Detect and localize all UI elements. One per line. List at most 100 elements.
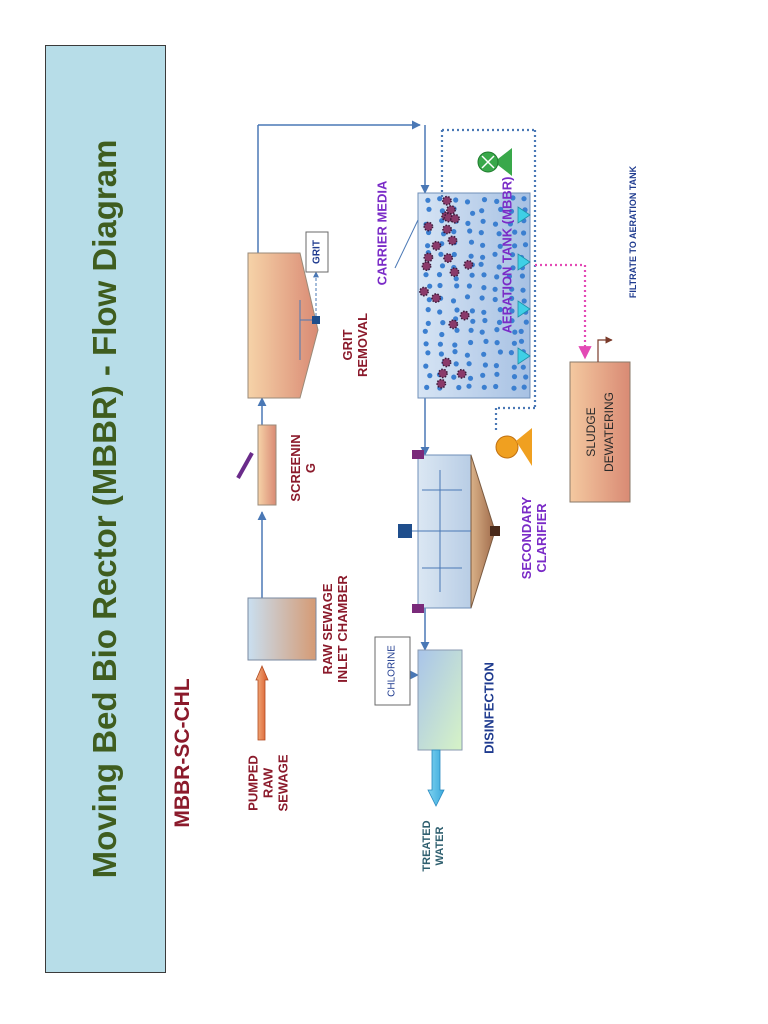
diffuser xyxy=(517,206,531,224)
air-bubble xyxy=(452,342,458,348)
grit-outlet xyxy=(312,316,320,324)
carrier-media-element xyxy=(423,252,434,263)
air-bubble xyxy=(480,242,486,248)
air-bubble xyxy=(497,243,503,249)
label-treated-water: TREATED WATER xyxy=(420,820,446,872)
air-bubble xyxy=(480,218,486,224)
air-bubble xyxy=(453,316,459,322)
air-bubble xyxy=(512,229,518,235)
carrier-media-element xyxy=(419,286,429,297)
clarifier-drive xyxy=(398,524,412,538)
label-grit-removal: GRIT REMOVAL xyxy=(340,312,370,378)
air-bubble xyxy=(450,298,457,304)
air-bubble xyxy=(466,383,472,389)
air-bubble xyxy=(493,383,499,390)
air-bubble xyxy=(492,296,498,303)
pumped-sewage-arrow xyxy=(255,664,269,741)
air-bubble xyxy=(425,307,431,313)
air-bubble xyxy=(479,208,485,214)
air-bubble xyxy=(478,230,484,236)
ras-pump xyxy=(495,428,532,466)
page-title: Moving Bed Bio Rector (MBBR) - Flow Diag… xyxy=(86,139,123,879)
air-bubble xyxy=(453,197,459,203)
air-bubble xyxy=(494,327,500,333)
air-bubble xyxy=(509,308,515,314)
air-bubble xyxy=(509,286,515,292)
air-bubble xyxy=(467,228,473,234)
air-bubble xyxy=(466,361,472,367)
air-bubble xyxy=(479,295,485,301)
air-bubble xyxy=(492,286,498,292)
carrier-media-element xyxy=(447,235,458,246)
air-bubble xyxy=(439,331,445,338)
sludge-line xyxy=(535,263,592,360)
air-bubble xyxy=(521,384,527,390)
air-bubble xyxy=(496,264,502,270)
clarifier-sludge-outlet xyxy=(490,526,500,536)
air-bubble xyxy=(511,364,517,370)
air-bubble xyxy=(481,285,487,291)
air-bubble xyxy=(481,309,487,315)
clarifier-inlet-marker xyxy=(412,450,424,459)
diffuser xyxy=(517,253,531,271)
air-bubble xyxy=(518,338,525,344)
label-raw-sewage-inlet-chamber: RAW SEWAGE INLET CHAMBER xyxy=(320,575,350,683)
air-bubble xyxy=(425,320,431,326)
disinfection-tank xyxy=(417,649,463,751)
air-bubble xyxy=(521,230,527,236)
carrier-media-element xyxy=(423,221,434,232)
air-bubble xyxy=(492,221,499,227)
air-bubble xyxy=(468,239,475,245)
air-bubble xyxy=(470,210,476,216)
air-bubble xyxy=(498,206,504,212)
sludge-dewatering-unit xyxy=(569,361,631,503)
air-bubble xyxy=(523,374,529,380)
air-bubble xyxy=(452,349,458,355)
raw-sewage-inlet-chamber xyxy=(247,597,317,661)
label-screening: SCREENIN G xyxy=(288,434,318,502)
air-bubble xyxy=(464,294,471,300)
grit-box xyxy=(305,231,329,273)
air-bubble xyxy=(468,253,474,259)
carrier-media-element xyxy=(436,378,447,389)
air-bubble xyxy=(511,340,517,346)
air-bubble xyxy=(522,242,529,248)
air-bubble xyxy=(482,317,488,324)
air-bubble xyxy=(480,254,486,260)
air-bubble xyxy=(440,320,446,326)
air-bubble xyxy=(507,221,513,227)
air-bubble xyxy=(466,283,472,289)
carrier-media-element xyxy=(437,368,448,379)
air-bubble xyxy=(422,328,428,334)
diffuser xyxy=(517,347,531,365)
air-bubble xyxy=(492,251,498,257)
air-bubble xyxy=(509,318,515,324)
air-bubble xyxy=(467,375,474,381)
air-bubble xyxy=(468,339,474,346)
carrier-media-element xyxy=(443,253,454,264)
air-bubble xyxy=(454,327,460,333)
air-bubble xyxy=(523,319,529,325)
air-bubble xyxy=(437,309,443,315)
carrier-media-element xyxy=(431,293,442,304)
air-bubble xyxy=(480,372,486,378)
air-bubble xyxy=(481,197,488,203)
label-grit: GRIT xyxy=(311,240,323,264)
air-bubble xyxy=(437,341,443,347)
air-bubble xyxy=(521,298,527,304)
air-bubble xyxy=(494,371,500,377)
air-bubble xyxy=(424,384,430,390)
air-bubble xyxy=(481,384,487,390)
carrier-media-element xyxy=(449,267,460,278)
air-bubble xyxy=(451,229,457,235)
carrier-media-element xyxy=(456,368,467,379)
air-bubble xyxy=(465,220,471,226)
label-carrier-media: CARRIER MEDIA xyxy=(374,180,390,286)
air-bubble xyxy=(494,340,500,346)
clarifier-outlet-marker xyxy=(412,604,424,613)
air-bubble xyxy=(519,273,526,279)
clarifier-internals xyxy=(405,470,471,592)
air-bubble xyxy=(509,252,516,258)
air-bubble xyxy=(437,196,443,202)
